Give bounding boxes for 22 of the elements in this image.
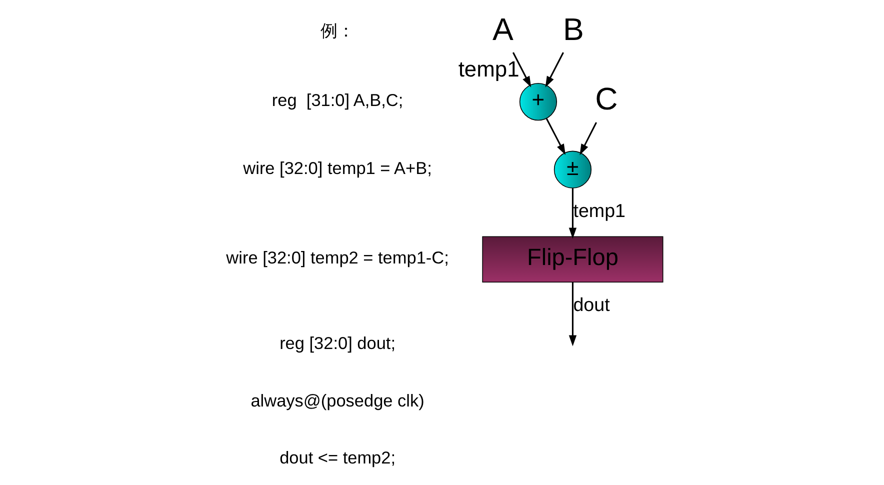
node-circle: + <box>519 82 558 121</box>
node-circle: ± <box>554 150 592 188</box>
edge-label: temp1 <box>573 200 626 222</box>
arrow <box>568 282 577 346</box>
node-label: temp1 <box>458 56 520 82</box>
node-text: B <box>563 12 584 47</box>
label: always@(posedge clk) <box>250 390 424 410</box>
arrow <box>546 118 566 156</box>
label: wire [32:0] temp1 = A+B; <box>243 158 432 178</box>
label: 例： <box>320 20 355 40</box>
arrow <box>545 52 564 88</box>
label: reg [32:0] dout; <box>280 333 396 354</box>
arrow <box>512 52 532 88</box>
node-text: A <box>492 12 514 47</box>
label: wire [32:0] temp2 = temp1-C; <box>226 248 449 268</box>
label: dout <= temp2; <box>280 448 396 468</box>
arrow <box>580 122 597 156</box>
label: reg [31:0] A,B,C; <box>272 90 404 110</box>
edge-label: dout <box>573 294 610 316</box>
node-text: C <box>595 82 618 117</box>
node-box: Flip-Flop <box>482 236 664 282</box>
arrow <box>568 188 577 239</box>
